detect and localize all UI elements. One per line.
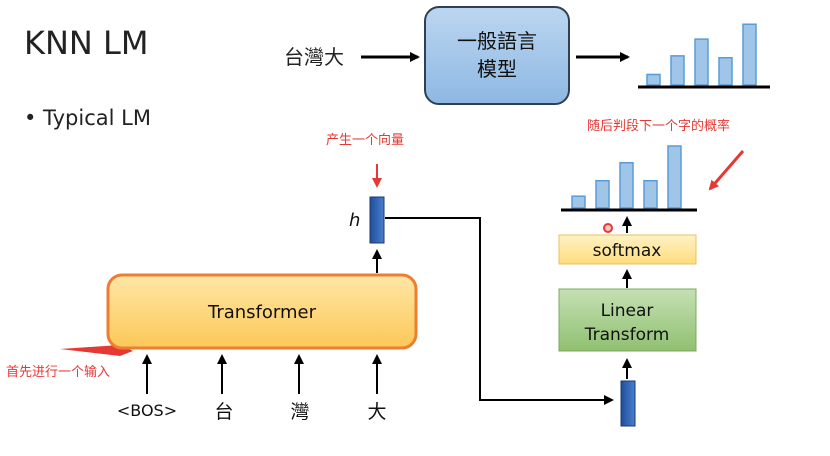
main-distribution-bar-2 [619, 161, 634, 209]
top-distribution-bar-2 [694, 38, 709, 86]
softmax-box [558, 234, 697, 265]
slide-title: KNN LM [24, 24, 148, 62]
lower-vector [620, 380, 636, 427]
top-distribution-bars [646, 23, 757, 86]
slide-bullet: • Typical LM [24, 106, 151, 130]
hidden-vector-h [369, 196, 385, 244]
main-distribution-bar-1 [595, 179, 610, 209]
annotation-distribution: 随后判段下一个字的概率 [587, 118, 730, 134]
top-input-text: 台灣大 [284, 45, 344, 69]
token-bos: <BOS> [117, 401, 177, 420]
main-distribution-bar-4 [667, 145, 682, 209]
transformer-box [106, 273, 418, 350]
main-distribution-bar-3 [643, 179, 658, 209]
annotation-first-input-arrow [60, 345, 133, 356]
main-distribution-bars [571, 145, 682, 209]
cursor-dot [603, 223, 613, 233]
softmax-label: softmax [593, 241, 662, 261]
annotation-vector: 产生一个向量 [326, 132, 404, 148]
top-distribution-bar-3 [718, 56, 733, 86]
token-3: 大 [367, 401, 386, 423]
transformer-label: Transformer [207, 302, 317, 323]
top-distribution-bar-0 [646, 73, 661, 86]
top-distribution-bar-4 [742, 23, 757, 86]
token-1: 台 [214, 401, 233, 423]
annotation-first-input: 首先进行一个输入 [6, 364, 110, 380]
linear-line1: Linear [601, 301, 654, 321]
general-language-model-box [424, 6, 570, 105]
token-2: 灣 [290, 401, 309, 423]
h-connector-arrow [385, 217, 614, 405]
model-box-line1: 一般語言 [457, 29, 537, 53]
linear-transform-box [558, 288, 697, 352]
main-distribution-bar-0 [571, 195, 586, 209]
h-label: h [349, 210, 360, 231]
linear-line2: Transform [584, 325, 670, 345]
annotation-distribution-arrow [708, 150, 745, 191]
model-box-line2: 模型 [477, 57, 517, 81]
top-distribution-bar-1 [670, 55, 685, 86]
